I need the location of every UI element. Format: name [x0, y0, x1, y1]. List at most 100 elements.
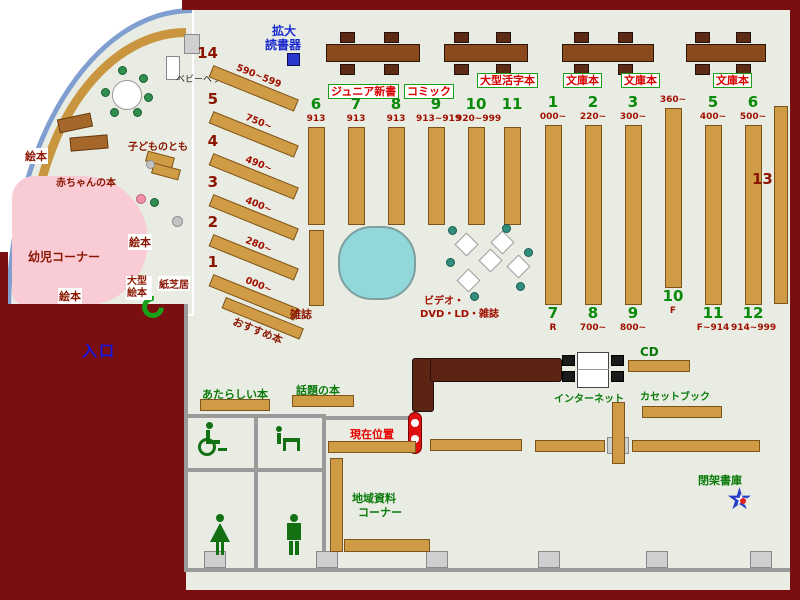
shelf-number: 9	[430, 95, 442, 113]
shelf-number: 1	[547, 93, 559, 111]
internet-label: インターネット	[554, 394, 624, 405]
restroom-divider-v	[254, 414, 258, 572]
marker-part	[411, 435, 419, 443]
shelf-column: 11	[492, 96, 532, 225]
chair-dot	[524, 248, 533, 257]
current-position-label: 現在位置	[350, 428, 394, 441]
pillar	[426, 551, 448, 568]
service-counter	[430, 358, 562, 382]
kodomo-no-tomo-label: 子どものとも	[128, 142, 188, 153]
large-print-label: 大型活字本	[477, 73, 538, 88]
shelf-number: 7	[350, 95, 362, 113]
shelf-number: 8	[390, 95, 402, 113]
pillar	[204, 551, 226, 568]
icon-part	[290, 514, 298, 522]
chair	[736, 32, 751, 43]
shelf-range: 400~	[699, 112, 727, 122]
entrance-label: 入口	[82, 342, 117, 360]
pillar	[646, 551, 668, 568]
magnifier-label-line2: 読書器	[265, 38, 302, 52]
wall-segment	[326, 416, 414, 420]
chair-dot	[448, 226, 457, 235]
icon-part	[283, 442, 286, 451]
men-toilet-icon	[284, 514, 304, 560]
star-dot	[740, 498, 746, 504]
shelf-range: 000~	[539, 112, 567, 122]
star-outer: ★	[726, 482, 753, 517]
shelf-number: 9	[627, 304, 639, 322]
shelf-range: 300~	[619, 112, 647, 122]
bunko-label: 文庫本	[713, 73, 752, 88]
kids-row-num-text: 1	[207, 253, 218, 271]
service-counter	[412, 358, 434, 412]
entrance-block	[0, 304, 186, 600]
stool-dot	[150, 198, 159, 207]
shelf-range: F~914	[696, 323, 730, 333]
shelf-range: 220~	[579, 112, 607, 122]
wall-shelf-13-bar	[774, 106, 788, 304]
icon-part	[218, 448, 227, 451]
wall-bottom-inner	[184, 568, 790, 572]
chair	[695, 64, 710, 75]
kids-row-number: 3	[194, 173, 218, 191]
internet-desk	[577, 352, 609, 388]
shelf-range: 913~919	[416, 114, 462, 124]
stool-dot	[136, 194, 146, 204]
shelf-column: 5 400~ 11 F~914	[691, 94, 735, 334]
kids-row-number: 14	[194, 44, 218, 62]
kids-row-num-text: 4	[207, 132, 218, 150]
video-label-line1: ビデオ・	[424, 296, 464, 307]
shelf-number: 3	[627, 93, 639, 111]
wall-shelf-13-number: 13	[752, 170, 773, 188]
new-books-label: あたらしい本	[202, 388, 268, 401]
infant-corner-area	[12, 176, 148, 306]
kids-row-number: 2	[194, 213, 218, 231]
shelf-column: 6 500~ 12 914~999	[731, 94, 776, 334]
junior-shinsho-label: ジュニア新書	[328, 84, 400, 99]
chair	[384, 32, 399, 43]
shelf-bar	[704, 125, 722, 305]
shelf-bar	[584, 125, 602, 305]
chair-dot	[470, 292, 479, 301]
chair	[340, 32, 355, 43]
shelf-bar	[347, 127, 365, 225]
shelf-column: 3 300~ 9 800~	[611, 94, 655, 334]
reading-table-group	[326, 32, 420, 75]
local-resources-shelf-h	[344, 539, 430, 552]
shelf-bar	[427, 127, 445, 225]
chair	[574, 32, 589, 43]
local-resources-label-line1: 地域資料	[352, 492, 396, 505]
local-resources-label-line2: コーナー	[358, 506, 402, 519]
magazine-shelf-bar	[309, 230, 324, 306]
baby-bed-label: ベビーベッド	[176, 75, 231, 85]
baby-changing-icon	[272, 424, 304, 458]
shelf-number: 11	[501, 95, 523, 113]
wall-left	[0, 252, 8, 306]
shelf-bar	[307, 127, 325, 225]
chair	[618, 32, 633, 43]
baby-books-label: 赤ちゃんの本	[56, 178, 116, 189]
chair-dot	[110, 108, 119, 117]
shelf-bar-horizontal	[328, 441, 416, 453]
icon-part	[276, 426, 282, 432]
bunko-label: 文庫本	[563, 73, 602, 88]
internet-station	[562, 350, 624, 390]
closed-stack-star-icon: ★ ★	[726, 482, 762, 524]
chair	[340, 64, 355, 75]
shelf-bar-horizontal	[430, 439, 522, 451]
reading-table-group	[686, 32, 766, 75]
wall-top	[182, 0, 800, 10]
women-toilet-icon	[208, 514, 232, 560]
wall-right	[790, 0, 800, 600]
ehon-label: 絵本	[24, 148, 48, 164]
cassette-shelf-v	[612, 402, 625, 464]
shelf-range: 360~	[659, 95, 687, 105]
kids-row-num-text: 2	[207, 213, 218, 231]
shelf-range	[492, 113, 532, 125]
video-label-line2: DVD・LD・雑誌	[420, 309, 500, 320]
shelf-number: 6	[310, 95, 322, 113]
shelf-number: 10	[465, 95, 487, 113]
chair	[454, 64, 469, 75]
shelf-number: 2	[587, 93, 599, 111]
